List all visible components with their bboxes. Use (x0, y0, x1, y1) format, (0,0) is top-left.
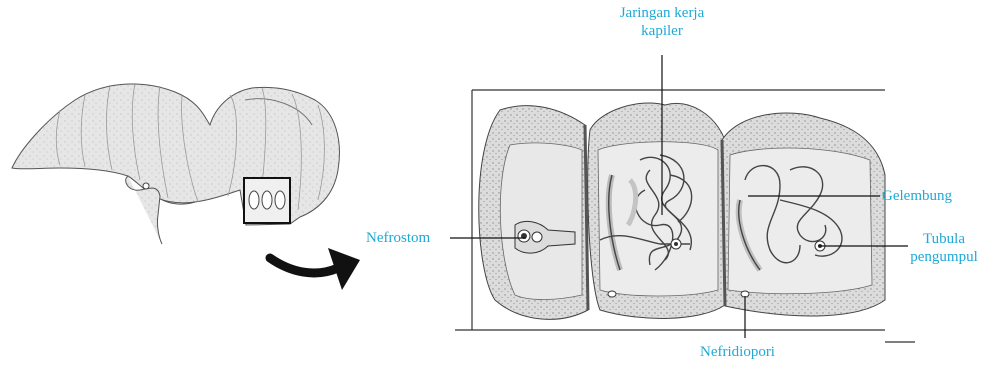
collecting-tubule-label-line1: Tubula (905, 230, 983, 248)
capillary-network-label-line1: Jaringan kerja (604, 4, 720, 22)
nephridiopore-label: Nefridiopori (700, 343, 775, 361)
capillary-network-label: Jaringan kerja kapiler (604, 4, 720, 40)
nephridia-segments-illustration (479, 103, 885, 319)
curved-arrow-icon (270, 248, 360, 290)
capillary-network-label-line2: kapiler (604, 22, 720, 40)
nephrostome-label: Nefrostom (366, 229, 430, 247)
bladder-label: Gelembung (882, 187, 952, 205)
zoom-box-segments (249, 191, 285, 209)
collecting-tubule-label: Tubula pengumpul (905, 230, 983, 266)
collecting-tubule-label-line2: pengumpul (905, 248, 983, 266)
